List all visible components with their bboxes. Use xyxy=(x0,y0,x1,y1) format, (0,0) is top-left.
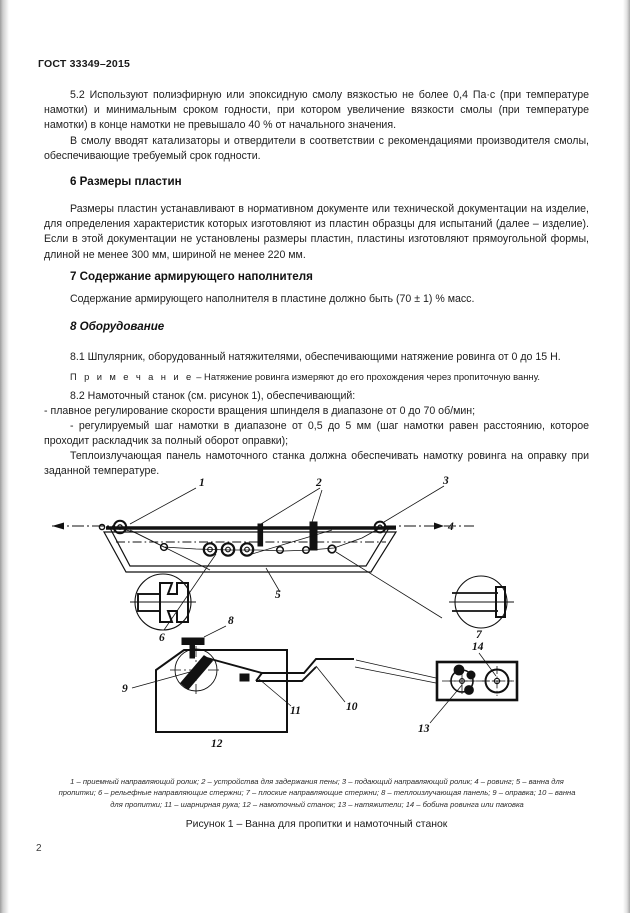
submerged-guide-rods xyxy=(159,542,337,557)
heading-7-block: 7 Содержание армирующего наполнителя xyxy=(44,270,589,283)
figure-1-drawing: 1 2 3 4 5 6 7 8 9 10 11 12 13 14 xyxy=(52,475,519,750)
paragraph-panel-block: Теплоизлучающая панель намоточного станк… xyxy=(44,449,589,479)
bobbin-14 xyxy=(482,666,512,696)
callout-10: 10 xyxy=(346,701,358,713)
callout-8: 8 xyxy=(228,615,234,627)
roving-arrow-right xyxy=(434,522,444,530)
lower-leader-lines xyxy=(131,625,497,724)
paragraph-6: Размеры пластин устанавливают в норматив… xyxy=(44,203,589,261)
note-text: – Натяжение ровинга измеряют до его прох… xyxy=(193,371,540,382)
item-step: - регулируемый шаг намотки в диапазоне о… xyxy=(44,420,589,448)
paragraph-8-1: 8.1 Шпулярник, оборудованный натяжителям… xyxy=(70,351,561,363)
paragraph-8-1-block: 8.1 Шпулярник, оборудованный натяжителям… xyxy=(44,350,589,365)
roller-3-feed-guide xyxy=(373,520,387,534)
legend-line-2: 5 – ванна для пропитки; 6 – рельефные на… xyxy=(58,777,564,798)
legend-line-3: панель; 9 – оправка; 10 – ванна для проп… xyxy=(110,788,576,809)
note: П р и м е ч а н и е – Натяжение ровинга … xyxy=(44,369,589,384)
heading-6: 6 Размеры пластин xyxy=(70,175,182,188)
creel-box xyxy=(435,660,519,702)
heat-panel-8 xyxy=(181,637,205,659)
detail-view-6-relief-rod xyxy=(130,573,196,631)
page-number: 2 xyxy=(36,843,42,854)
callout-14: 14 xyxy=(472,641,484,653)
heading-8: 8 Оборудование xyxy=(70,320,165,333)
paragraph-catalysts: В смолу вводят катализаторы и отвердител… xyxy=(44,135,589,163)
bath-outline xyxy=(102,526,398,573)
callout-2: 2 xyxy=(315,477,322,489)
item-speed-block: - плавное регулирование скорости вращени… xyxy=(44,404,589,419)
callout-7: 7 xyxy=(476,629,483,641)
paragraph-5-2-block: 5.2 Используют полиэфирную или эпоксидну… xyxy=(44,88,589,134)
figure-legend: 1 – приемный направляющий ролик; 2 – уст… xyxy=(52,776,582,810)
legend-line-4: ровинга или паковка xyxy=(450,799,524,809)
callout-11: 11 xyxy=(290,705,301,717)
roving-arrow-left xyxy=(52,522,64,530)
callout-13: 13 xyxy=(418,723,430,735)
foam-retainers xyxy=(257,521,318,551)
item-speed: - плавное регулирование скорости вращени… xyxy=(44,405,476,417)
heading-7: 7 Содержание армирующего наполнителя xyxy=(70,270,313,283)
callout-1: 1 xyxy=(199,477,205,489)
callout-12: 12 xyxy=(211,738,223,750)
running-head: ГОСТ 33349–2015 xyxy=(38,58,131,70)
articulated-arm-11 xyxy=(206,657,354,682)
tensioner-13 xyxy=(449,664,476,695)
paragraph-8-2-block: 8.2 Намоточный станок (см. рисунок 1), о… xyxy=(44,389,589,404)
winding-machine-12 xyxy=(155,649,288,733)
detail-view-7-flat-rod xyxy=(449,575,514,629)
heading-8-block: 8 Оборудование xyxy=(44,320,589,333)
paragraph-catalysts-block: В смолу вводят катализаторы и отвердител… xyxy=(44,134,589,164)
paragraph-6-block: Размеры пластин устанавливают в норматив… xyxy=(44,202,589,263)
callout-6: 6 xyxy=(159,632,165,644)
paragraph-7-block: Содержание армирующего наполнителя в пла… xyxy=(44,292,589,307)
paragraph-5-2: 5.2 Используют полиэфирную или эпоксидну… xyxy=(44,89,589,132)
figure-leader-lines xyxy=(129,485,445,631)
roller-1-inlet-guide xyxy=(98,519,128,535)
note-block: П р и м е ч а н и е – Натяжение ровинга … xyxy=(44,369,589,384)
figure-1: 1 2 3 4 5 6 7 8 9 10 11 12 13 14 xyxy=(44,470,589,780)
note-label: П р и м е ч а н и е xyxy=(70,371,194,382)
callout-4: 4 xyxy=(447,521,454,533)
paragraph-panel: Теплоизлучающая панель намоточного станк… xyxy=(44,450,589,478)
legend-line-1: 1 – приемный направляющий ролик; 2 – уст… xyxy=(70,777,514,786)
heading-6-block: 6 Размеры пластин xyxy=(44,175,589,188)
figure-caption: Рисунок 1 – Ванна для пропитки и намоточ… xyxy=(185,819,448,830)
callout-3: 3 xyxy=(442,475,449,487)
callout-5: 5 xyxy=(275,589,281,601)
paragraph-7: Содержание армирующего наполнителя в пла… xyxy=(70,293,475,305)
paragraph-8-2: 8.2 Намоточный станок (см. рисунок 1), о… xyxy=(70,390,356,402)
item-step-block: - регулируемый шаг намотки в диапазоне о… xyxy=(44,419,589,449)
figure-callouts: 1 2 3 4 5 6 7 8 9 10 11 12 13 14 xyxy=(122,475,484,750)
callout-9: 9 xyxy=(122,683,128,695)
